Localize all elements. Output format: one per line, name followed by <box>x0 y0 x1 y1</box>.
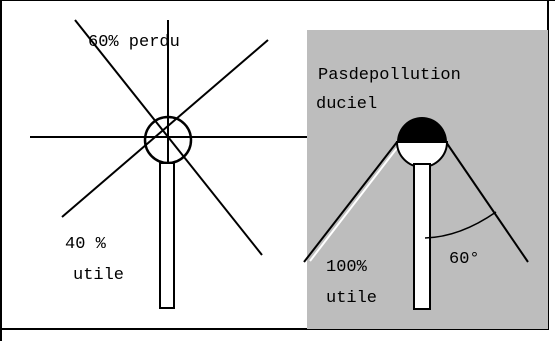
left-useful-value: 40 % <box>65 235 107 254</box>
lamp-post <box>159 162 175 309</box>
angle-arc <box>424 211 497 239</box>
light-rays <box>30 19 307 256</box>
light-cone-left-inner <box>309 147 398 262</box>
right-lamp <box>303 117 529 310</box>
lamp-shield <box>397 117 447 142</box>
angle-label: 60° <box>449 250 480 269</box>
light-cone-left-outer <box>303 141 398 263</box>
caption-line-2: duciel <box>316 95 377 114</box>
ray-diagonal-nw <box>61 39 269 218</box>
light-cone-right <box>445 141 529 263</box>
ray-diagonal-ne <box>74 19 263 256</box>
lamp-post <box>413 163 431 310</box>
left-lamp <box>30 19 307 309</box>
left-useful-word: utile <box>73 266 124 285</box>
caption-line-1: Pasdepollution <box>318 66 461 85</box>
right-useful-word: utile <box>326 289 377 308</box>
right-useful-value: 100% <box>326 258 368 277</box>
loss-label: 60% perdu <box>88 33 180 52</box>
